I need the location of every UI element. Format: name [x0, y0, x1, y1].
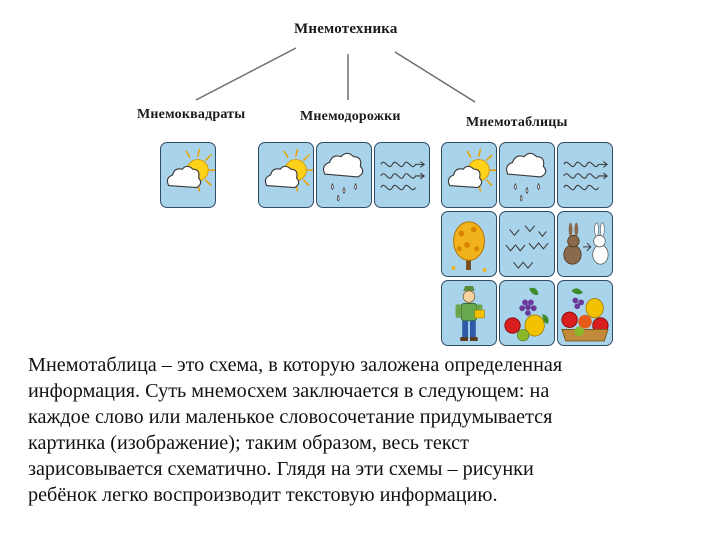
rain-cloud-icon — [322, 152, 364, 202]
rain-cloud-icon — [505, 152, 547, 202]
wind-icon — [563, 161, 609, 191]
fruit-basket-icon — [561, 288, 609, 342]
table-tile-fruit — [499, 280, 555, 346]
yellow-tree-icon — [451, 221, 487, 272]
square-tile-sun-cloud — [160, 142, 216, 208]
person-icon — [455, 286, 485, 341]
table-tile-birds — [499, 211, 555, 277]
sun-cloud-icon — [264, 148, 313, 192]
table-tile-rain-cloud — [499, 142, 555, 208]
table-tile-sun-cloud — [441, 142, 497, 208]
description-text: Мнемотаблица – это схема, в которую зало… — [28, 352, 708, 508]
branch-label-tracks: Мнемодорожки — [300, 109, 401, 124]
table-tile-hare — [557, 211, 613, 277]
track-tile-sun-cloud — [258, 142, 314, 208]
branch-label-tables: Мнемотаблицы — [466, 115, 568, 130]
table-tile-fruit-basket — [557, 280, 613, 346]
table-tile-tree — [441, 211, 497, 277]
birds-icon — [505, 225, 549, 269]
connector-to-squares — [195, 47, 297, 101]
description-line: ребёнок легко воспроизводит текстовую ин… — [28, 484, 498, 506]
description-line: каждое слово или маленькое словосочетани… — [28, 406, 553, 428]
description-line: информация. Суть мнемосхем заключается в… — [28, 380, 550, 402]
track-tile-rain-cloud — [316, 142, 372, 208]
track-tile-wind — [374, 142, 430, 208]
hare-icon — [563, 222, 609, 265]
diagram-title: Мнемотехника — [294, 21, 398, 37]
branch-label-squares: Мнемоквадраты — [137, 107, 246, 122]
sun-cloud-icon — [447, 148, 496, 192]
sun-cloud-icon — [166, 148, 215, 192]
wind-icon — [380, 161, 426, 191]
description-line: зарисовывается схематично. Глядя на эти … — [28, 458, 534, 480]
connector-to-tables — [394, 51, 476, 103]
table-tile-wind — [557, 142, 613, 208]
description-line: Мнемотаблица – это схема, в которую зало… — [28, 354, 563, 376]
description-line: картинка (изображение); таким образом, в… — [28, 432, 469, 454]
fruit-icon — [504, 287, 549, 342]
table-tile-person — [441, 280, 497, 346]
